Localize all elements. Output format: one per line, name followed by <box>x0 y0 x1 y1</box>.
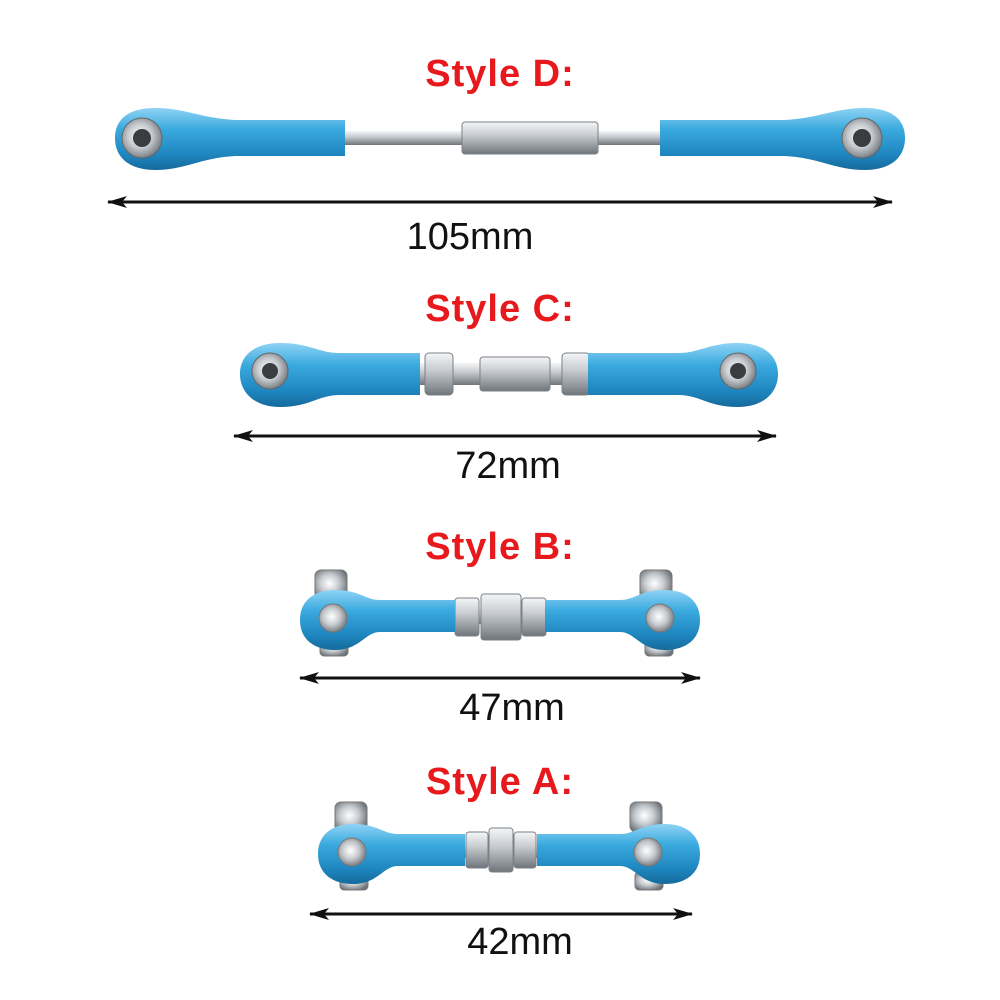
style-a-label: Style A: <box>425 761 575 803</box>
style-d-dimension-arrow <box>107 196 893 208</box>
style-d-label: Style D: <box>425 53 575 95</box>
style-a-dimension-arrow <box>309 908 693 920</box>
style-a-length: 42mm <box>467 921 573 963</box>
style-d-turnbuckle-image <box>115 108 905 170</box>
style-c-dimension-arrow <box>233 430 777 442</box>
style-b-label: Style B: <box>425 526 575 568</box>
style-c-turnbuckle-image <box>240 343 778 407</box>
style-a-turnbuckle-image <box>318 801 700 891</box>
style-d-length: 105mm <box>406 216 534 258</box>
style-c-length: 72mm <box>455 445 561 487</box>
style-c-label: Style C: <box>425 288 575 330</box>
style-b-turnbuckle-image <box>300 569 700 657</box>
style-b-dimension-arrow <box>299 672 701 684</box>
style-b-length: 47mm <box>459 687 565 729</box>
